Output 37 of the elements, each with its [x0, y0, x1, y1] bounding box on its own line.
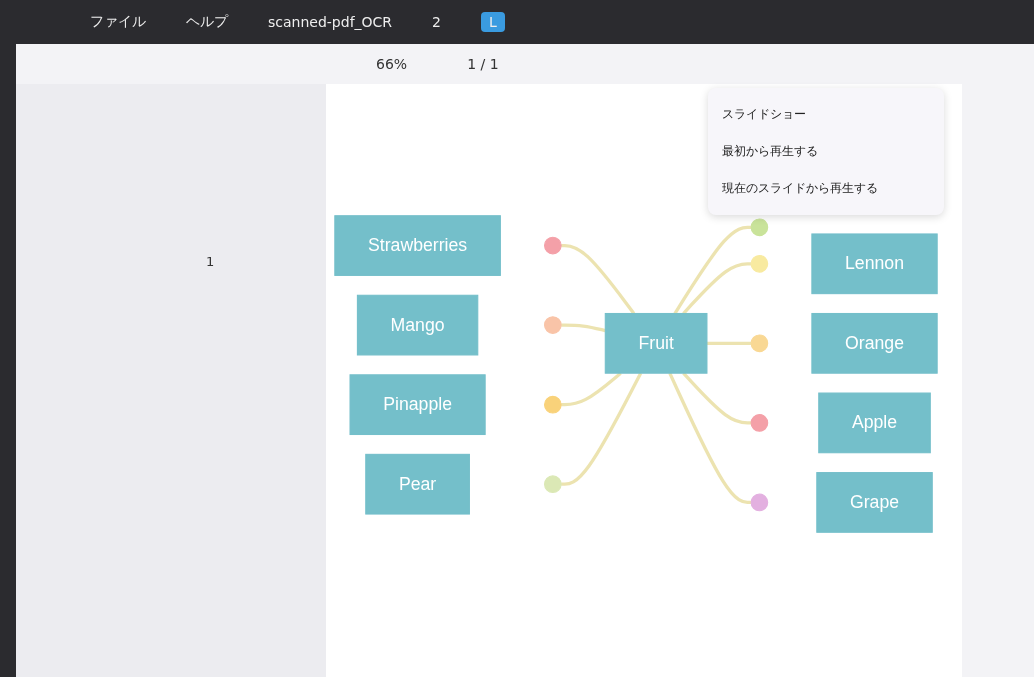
connector [561, 243, 636, 315]
page-indicator: 1 / 1 [467, 56, 499, 72]
node-box [816, 472, 933, 533]
node-circle [544, 236, 562, 255]
node-box [365, 453, 470, 515]
connector [673, 225, 752, 315]
connector [682, 262, 752, 315]
node-circle [750, 334, 769, 353]
node-circle [544, 475, 562, 494]
node-box [604, 312, 708, 374]
node-circle [544, 316, 562, 334]
node-box [811, 312, 938, 374]
node-circle [750, 414, 769, 432]
node-circle [544, 395, 562, 414]
avatar: L [481, 12, 505, 32]
menu-item: 最初から再生する [722, 143, 819, 160]
zoom-level: 66% [376, 56, 408, 72]
menu-item: ヘルプ [186, 13, 228, 31]
node-box [811, 233, 938, 295]
menu-item: 現在のスライドから再生する [722, 180, 879, 197]
tab-title: scanned-pdf_OCR [268, 14, 393, 30]
connector [561, 372, 643, 486]
node-circle [750, 254, 769, 273]
connector [682, 372, 752, 425]
connector [561, 323, 606, 333]
node-box [356, 294, 479, 356]
page-number: 1 [206, 254, 215, 269]
menu-item: ファイル [90, 13, 146, 31]
node-box [818, 392, 931, 454]
node-box [334, 215, 501, 276]
menu-heading: スライドショー [722, 106, 807, 123]
connector [668, 372, 752, 505]
connector [706, 341, 752, 345]
node-box [349, 374, 486, 436]
node-circle [750, 493, 769, 512]
node-circle [750, 218, 769, 237]
page-count: 2 [432, 14, 441, 30]
